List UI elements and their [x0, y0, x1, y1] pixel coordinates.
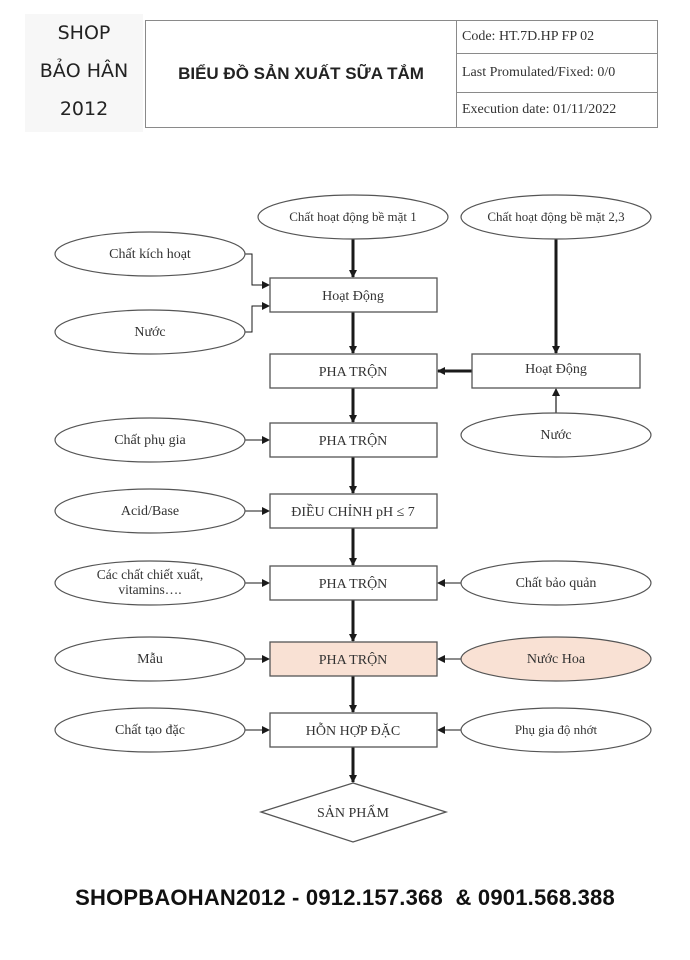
svg-text:ĐIỀU CHỈNH pH ≤ 7: ĐIỀU CHỈNH pH ≤ 7 [291, 503, 415, 520]
svg-text:Acid/Base: Acid/Base [121, 504, 179, 519]
step-right-activation: Hoạt Động [471, 353, 641, 389]
input-thickener: Chất tạo đặc [54, 707, 246, 753]
step-mix-3: PHA TRỘN [269, 565, 438, 601]
step-ph-adjust: ĐIỀU CHỈNH pH ≤ 7 [269, 493, 438, 529]
input-perfume: Nước Hoa [460, 636, 652, 682]
svg-text:Chất kích hoạt: Chất kích hoạt [109, 247, 191, 262]
execution-date: Execution date: 01/11/2022 [462, 102, 617, 117]
svg-text:Chất tạo đặc: Chất tạo đặc [115, 723, 185, 738]
shop-line-3: 2012 [59, 98, 109, 120]
svg-text:HỖN HỢP ĐẶC: HỖN HỢP ĐẶC [306, 721, 400, 739]
document-code: Code: HT.7D.HP FP 02 [456, 21, 658, 54]
product-diamond: SẢN PHẨM [258, 782, 449, 843]
svg-text:Chất hoạt động bề mặt 1: Chất hoạt động bề mặt 1 [289, 209, 416, 224]
arrow-water-left-to-step1 [245, 302, 270, 333]
svg-text:Nước: Nước [134, 325, 165, 340]
svg-text:PHA TRỘN: PHA TRỘN [319, 432, 388, 449]
input-water-right: Nước [460, 412, 652, 458]
input-preservative: Chất bảo quản [460, 560, 652, 606]
input-surfactant-23: Chất hoạt động bề mặt 2,3 [460, 194, 652, 240]
step-mix-1: PHA TRỘN [269, 353, 438, 389]
svg-text:SẢN PHẨM: SẢN PHẨM [317, 804, 390, 821]
svg-text:Chất hoạt động bề mặt 2,3: Chất hoạt động bề mặt 2,3 [487, 209, 624, 224]
input-extracts: Các chất chiết xuất, vitamins…. [54, 560, 246, 606]
step-mix-2: PHA TRỘN [269, 422, 438, 458]
arrow-activator-to-step1 [245, 253, 270, 289]
step-thick-mixture: HỖN HỢP ĐẶC [269, 712, 438, 748]
svg-text:PHA TRỘN: PHA TRỘN [319, 575, 388, 592]
input-activator: Chất kích hoạt [54, 231, 246, 277]
svg-text:Phụ gia độ nhớt: Phụ gia độ nhớt [515, 722, 598, 737]
svg-text:PHA TRỘN: PHA TRỘN [319, 363, 388, 380]
svg-text:Hoạt Động: Hoạt Động [322, 289, 384, 304]
svg-text:Các chất chiết xuất,: Các chất chiết xuất, [97, 567, 203, 582]
input-acid-base: Acid/Base [54, 488, 246, 534]
last-promulgated: Last Promulated/Fixed: 0/0 [456, 54, 658, 93]
document-title: BIỂU ĐỒ SẢN XUẤT SỮA TẮM [146, 21, 457, 127]
input-water-left: Nước [54, 309, 246, 355]
step-activation: Hoạt Động [269, 277, 438, 313]
svg-text:Hoạt Động: Hoạt Động [525, 362, 587, 377]
svg-text:vitamins….: vitamins…. [118, 582, 181, 597]
shop-logo: SHOP BẢO HÂN 2012 [25, 14, 143, 132]
step-mix-4-highlighted: PHA TRỘN [269, 641, 438, 677]
input-additive: Chất phụ gia [54, 417, 246, 463]
shop-line-1: SHOP [57, 22, 111, 44]
svg-text:Nước Hoa: Nước Hoa [527, 652, 586, 667]
shop-line-2: BẢO HÂN [39, 60, 129, 82]
svg-text:Chất phụ gia: Chất phụ gia [114, 433, 186, 448]
input-surfactant-1: Chất hoạt động bề mặt 1 [257, 194, 449, 240]
svg-text:Nước: Nước [540, 428, 571, 443]
svg-text:Chất bảo quản: Chất bảo quản [516, 576, 597, 591]
svg-text:PHA TRỘN: PHA TRỘN [319, 651, 388, 668]
document-header: BIỂU ĐỒ SẢN XUẤT SỮA TẮM Code: HT.7D.HP … [145, 20, 658, 128]
contact-footer: SHOPBAOHAN2012 - 0912.157.368 & 0901.568… [75, 885, 615, 910]
svg-text:Mẫu: Mẫu [137, 652, 163, 667]
input-color: Mẫu [54, 636, 246, 682]
input-viscosity: Phụ gia độ nhớt [460, 707, 652, 753]
